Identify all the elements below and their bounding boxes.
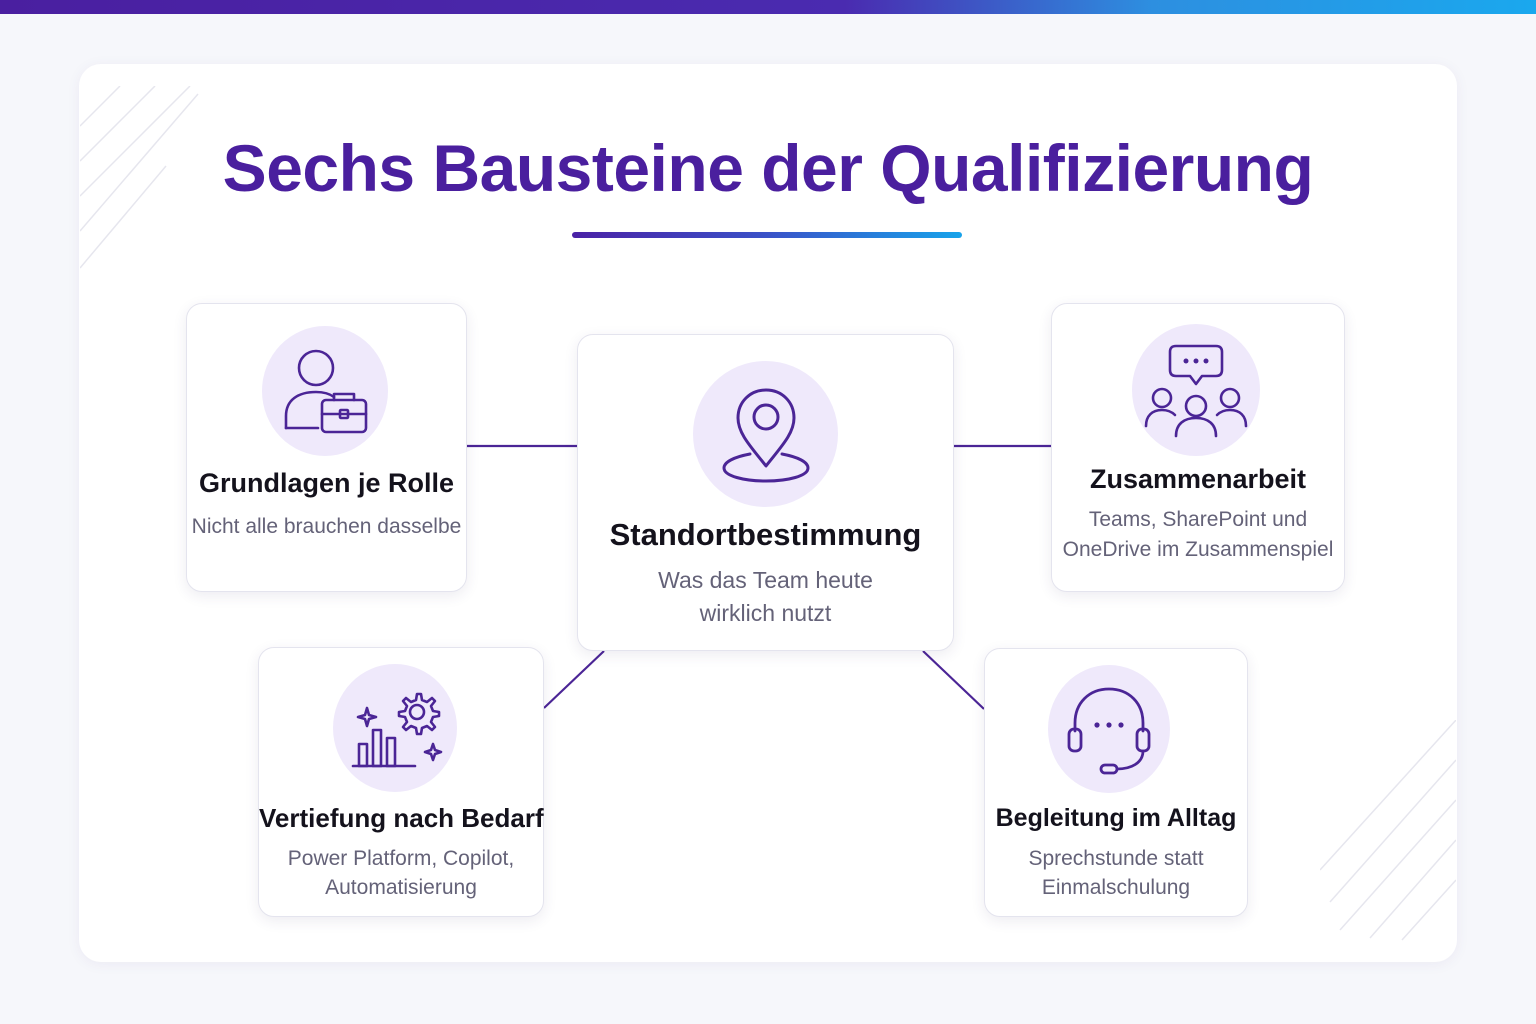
connector-bottom-right — [922, 650, 985, 710]
node-grundlagen-je-rolle: Grundlagen je Rolle Nicht alle brauchen … — [186, 303, 467, 592]
node-description-line: Nicht alle brauchen dasselbe — [191, 515, 462, 538]
chart-gear-icon — [351, 692, 443, 768]
icon-circle — [693, 361, 838, 507]
node-description-line: Was das Team heute — [658, 567, 873, 593]
team-chat-icon — [1144, 344, 1248, 438]
node-title: Vertiefung nach Bedarf — [259, 803, 544, 833]
icon-circle — [1132, 324, 1260, 456]
node-title: Grundlagen je Rolle — [198, 468, 455, 498]
node-description-line: wirklich nutzt — [699, 600, 832, 626]
node-description: Sprechstunde statt Einmalschulung — [985, 844, 1247, 902]
node-zusammenarbeit: Zusammenarbeit Teams, SharePoint und One… — [1051, 303, 1345, 592]
node-description: Was das Team heute wirklich nutzt — [578, 564, 953, 630]
icon-circle — [262, 326, 388, 456]
node-description: Teams, SharePoint und OneDrive im Zusamm… — [1052, 505, 1344, 565]
node-description-line: Automatisierung — [325, 876, 477, 899]
title-underline — [572, 232, 962, 238]
node-description-line: Power Platform, Copilot, — [287, 847, 515, 870]
node-description-line: Einmalschulung — [1041, 876, 1191, 899]
node-description: Power Platform, Copilot, Automatisierung — [259, 844, 543, 902]
node-title: Zusammenarbeit — [1089, 464, 1307, 494]
connector-bottom-left — [543, 650, 605, 709]
node-vertiefung-nach-bedarf: Vertiefung nach Bedarf Power Platform, C… — [258, 647, 544, 917]
headset-icon — [1067, 687, 1151, 775]
node-title: Begleitung im Alltag — [995, 804, 1237, 832]
node-standortbestimmung: Standortbestimmung Was das Team heute wi… — [577, 334, 954, 651]
node-title: Standortbestimmung — [609, 517, 922, 552]
user-briefcase-icon — [284, 349, 368, 434]
location-pin-icon — [722, 388, 809, 483]
node-description-line: Teams, SharePoint und — [1088, 508, 1308, 531]
page-title: Sechs Bausteine der Qualifizierung — [222, 131, 1314, 205]
icon-circle — [1048, 665, 1170, 793]
node-begleitung-im-alltag: Begleitung im Alltag Sprechstunde statt … — [984, 648, 1248, 917]
node-description: Nicht alle brauchen dasselbe — [187, 512, 466, 542]
icon-circle — [333, 664, 457, 792]
node-description-line: Sprechstunde statt — [1028, 847, 1204, 870]
top-accent-bar — [0, 0, 1536, 14]
node-description-line: OneDrive im Zusammenspiel — [1062, 538, 1334, 561]
